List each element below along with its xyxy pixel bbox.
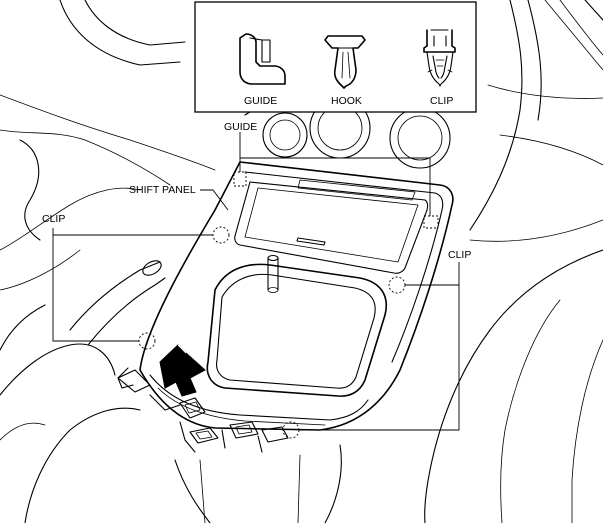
clip-fastener-icon (423, 29, 456, 87)
clip-marker-upper-left (212, 226, 230, 244)
guide-callout-label: GUIDE (224, 121, 257, 133)
shift-panel (117, 161, 454, 453)
inset-clip-label: CLIP (430, 95, 453, 107)
clip-callout-label-left: CLIP (42, 213, 65, 225)
clip-callout-label-right: CLIP (448, 249, 471, 261)
clip-marker-upper-right (388, 276, 406, 294)
shift-panel-callout-label: SHIFT PANEL (129, 184, 196, 196)
removal-direction-arrow-icon (159, 344, 206, 397)
inset-guide-label: GUIDE (244, 95, 277, 107)
guide-fastener-icon (239, 33, 286, 85)
hook-fastener-icon (324, 35, 366, 89)
inset-hook-label: HOOK (331, 95, 362, 107)
leader-lines (52, 132, 460, 431)
fastener-inset: GUIDE HOOK CLIP (194, 1, 477, 113)
guide-marker-left (233, 171, 247, 187)
guide-marker-right (423, 215, 439, 229)
